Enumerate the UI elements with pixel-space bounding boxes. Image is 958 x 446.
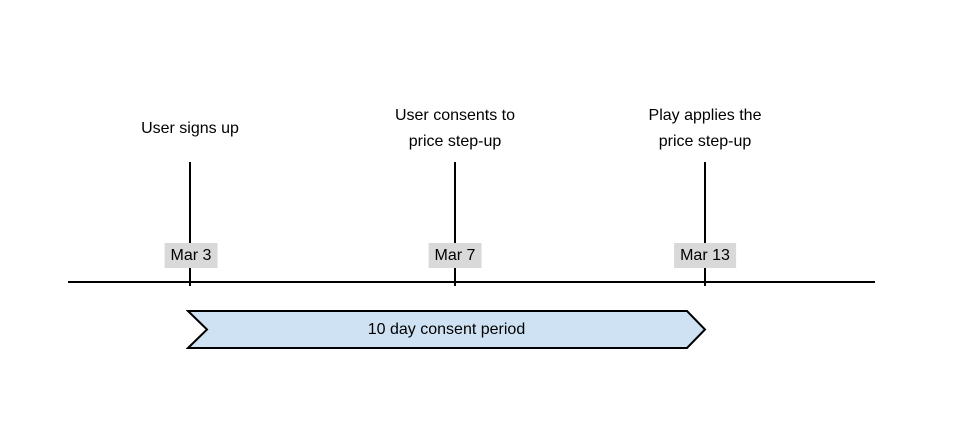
consent-period-arrow-shape [186,310,707,349]
event-tick-line [189,162,191,286]
event-label-line: Play applies the [648,107,762,124]
event-date-badge: Mar 13 [674,243,736,268]
timeline-axis [68,281,875,283]
event-label: User signs up [80,103,300,155]
event-label-line: price step-up [658,133,752,150]
event-date-badge: Mar 3 [164,243,218,268]
event-label-line: price step-up [408,133,502,150]
event-label-line: User consents to [394,107,516,124]
event-date-badge: Mar 7 [428,243,482,268]
event-tick-line [454,162,456,286]
event-tick-line [704,162,706,286]
event-label-line: User signs up [141,120,239,137]
event-label: Play applies the price step-up [595,103,815,155]
event-label: User consents to price step-up [345,103,565,155]
consent-period-arrow [186,310,707,349]
consent-period-label: 10 day consent period [367,320,526,338]
